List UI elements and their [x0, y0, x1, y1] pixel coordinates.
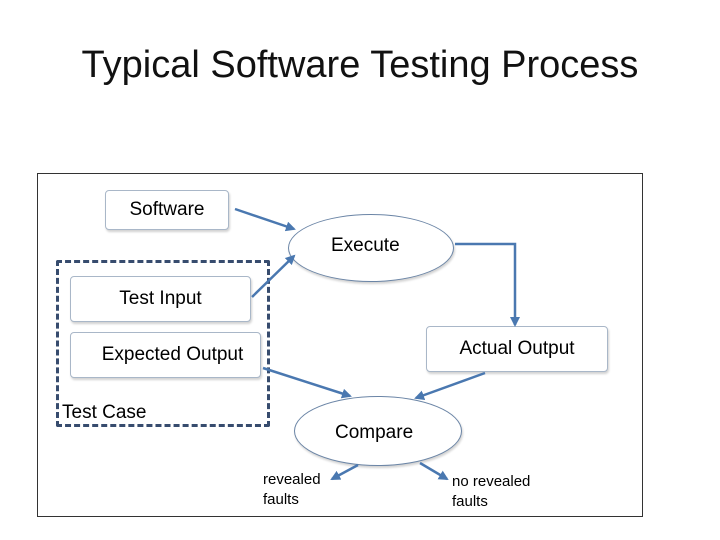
arrow-software-to-execute [234, 207, 296, 232]
software-label: Software [129, 199, 205, 220]
expected-output-node: Expected Output [70, 332, 261, 378]
execute-node: Execute [288, 214, 454, 282]
compare-node: Compare [294, 396, 462, 466]
arrow-compare-to-revealed [330, 463, 359, 481]
test-case-group [56, 260, 270, 427]
software-node: Software [105, 190, 229, 230]
compare-label: Compare [335, 422, 414, 443]
arrow-compare-to-no-revealed [419, 461, 449, 481]
arrow-expected-output-to-compare [262, 366, 352, 399]
test-input-node: Test Input [70, 276, 251, 322]
expected-output-label: Expected Output [101, 344, 244, 365]
test-case-label: Test Case [62, 402, 147, 423]
no-revealed-faults-label: no revealed faults [452, 473, 531, 510]
diagram-frame [37, 173, 643, 517]
arrow-execute-to-actual-output [455, 242, 520, 327]
actual-output-node: Actual Output [426, 326, 608, 372]
revealed-faults-label: revealed faults [263, 471, 321, 508]
actual-output-label: Actual Output [459, 338, 575, 359]
page-title: Typical Software Testing Process [81, 44, 639, 86]
arrow-test-input-to-execute [251, 254, 296, 298]
arrow-actual-output-to-compare [414, 371, 486, 400]
execute-label: Execute [331, 235, 400, 256]
test-input-label: Test Input [119, 288, 202, 309]
